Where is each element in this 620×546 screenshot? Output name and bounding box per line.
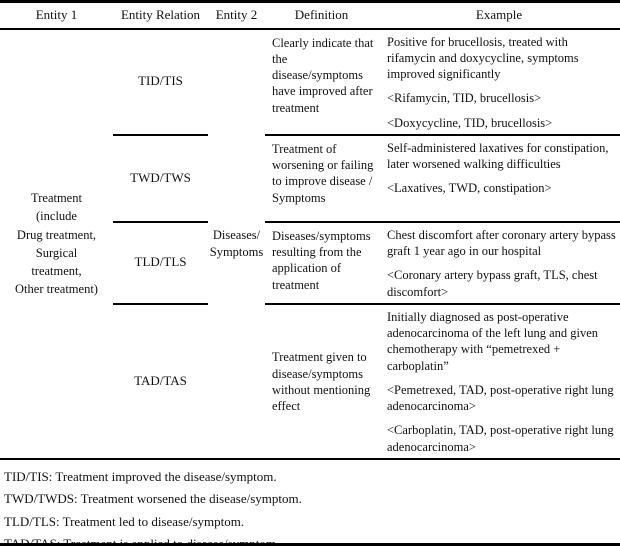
example-tuple: <Coronary artery bypass graft, TLS, ches… [387, 268, 598, 299]
footnote-tid-tis: TID/TIS: Treatment improved the disease/… [4, 468, 277, 484]
entity1-cell: Treatment (include Drug treatment, Surgi… [15, 191, 98, 296]
example-sentence: Initially diagnosed as post-operative ad… [387, 309, 599, 373]
example-tuple: <Pemetrexed, TAD, post-operative right l… [387, 382, 614, 413]
footnote-tad-tas: TAD/TAS: Treatment is applied to disease… [4, 536, 280, 546]
table-row-tid-tis: Treatment (include Drug treatment, Surgi… [0, 28, 620, 296]
column-header-entity-relation: Entity Relation [113, 1, 208, 30]
table-header: Entity 1 Entity Relation Entity 2 Defini… [0, 1, 620, 30]
example-tuple: <Rifamycin, TID, brucellosis> [387, 91, 542, 106]
column-header-entity2: Entity 2 [208, 1, 265, 30]
footnote-twd-twds: TWD/TWDS: Treatment worsened the disease… [4, 491, 302, 507]
relation-cell-tid-tis: TID/TIS [113, 28, 208, 136]
example-sentence: Self-administered laxatives for constipa… [387, 140, 609, 171]
example-tuple: <Laxatives, TWD, constipation> [387, 181, 552, 196]
table-row-twd-tws: TWD/TWS Treatment of worsening or failin… [0, 134, 620, 223]
definition-cell-twd-tws: Treatment of worsening or failing to imp… [265, 134, 378, 223]
example-tuple: <Doxycycline, TID, brucellosis> [387, 115, 553, 130]
table-footnotes: TID/TIS: Treatment improved the disease/… [0, 460, 620, 546]
example-sentence: Positive for brucellosis, treated with r… [387, 34, 579, 82]
example-tuple: <Carboplatin, TAD, post-operative right … [387, 423, 614, 454]
definition-cell-tid-tis: Clearly indicate that the disease/sympto… [265, 28, 378, 136]
example-cell-tld-tls: Chest discomfort after coronary artery b… [378, 221, 620, 305]
example-sentence: Chest discomfort after coronary artery b… [387, 227, 616, 258]
relation-cell-tld-tls: TLD/TLS [113, 221, 208, 305]
table-row-tad-tas: TAD/TAS Treatment given to disease/sympt… [0, 304, 620, 459]
definition-cell-tad-tas: Treatment given to disease/symptoms with… [272, 350, 371, 413]
column-header-entity1: Entity 1 [0, 1, 113, 30]
entity2-cell: Diseases/ Symptoms [209, 227, 264, 259]
table-body: Treatment (include Drug treatment, Surgi… [0, 28, 620, 459]
relation-cell-tad-tas: TAD/TAS [134, 372, 187, 388]
column-header-definition: Definition [265, 1, 378, 30]
example-cell-tid-tis: Positive for brucellosis, treated with r… [378, 28, 620, 136]
example-cell-twd-tws: Self-administered laxatives for constipa… [378, 134, 620, 223]
example-cell-tad-tas: Initially diagnosed as post-operative ad… [378, 304, 620, 459]
relation-cell-twd-tws: TWD/TWS [113, 134, 208, 223]
entity-relation-table: Entity 1 Entity Relation Entity 2 Defini… [0, 0, 620, 460]
definition-cell-tld-tls: Diseases/symptoms resulting from the app… [265, 221, 378, 305]
header-row: Entity 1 Entity Relation Entity 2 Defini… [0, 1, 620, 30]
column-header-example: Example [378, 1, 620, 30]
footnote-tld-tls: TLD/TLS: Treatment led to disease/sympto… [4, 513, 245, 529]
table-row-tld-tls: TLD/TLS Diseases/symptoms resulting from… [0, 221, 620, 305]
